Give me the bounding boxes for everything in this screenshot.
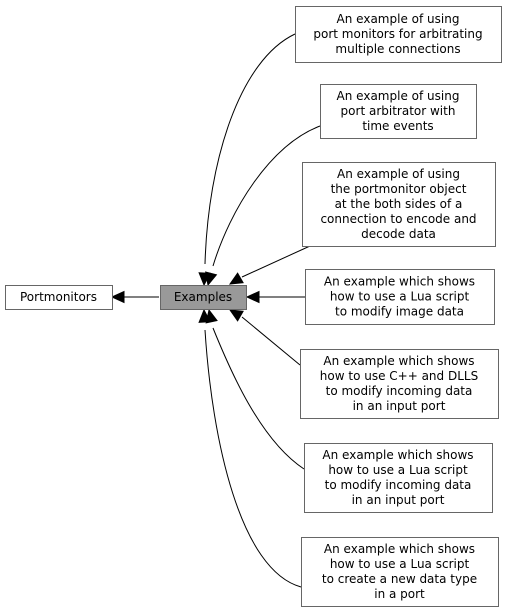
node-label-line: to create a new data type: [322, 572, 477, 586]
node-box: [302, 162, 496, 247]
edge-line: [212, 327, 305, 470]
node-label-line: decode data: [361, 227, 436, 241]
edge-ex3-to-examples: [228, 245, 311, 285]
node-label-line: An example which shows: [324, 542, 475, 556]
node-label-line: connection to encode and: [320, 212, 476, 226]
node-label-line: to modify incoming data: [326, 384, 473, 398]
edge-line: [212, 125, 321, 267]
edge-line: [241, 316, 301, 366]
edge-ex4-to-examples: [245, 290, 305, 304]
edge-examples-to-portmonitors: [110, 290, 159, 304]
edge-line: [204, 33, 296, 265]
node-box: [320, 84, 477, 139]
node-label-line: how to use a Lua script: [330, 557, 470, 571]
node-label-line: An example of using: [337, 12, 460, 26]
node-label-line: in an input port: [353, 399, 446, 413]
arrowhead: [228, 309, 244, 322]
node-box: [301, 537, 499, 607]
node-examples: Examples: [160, 285, 247, 310]
arrowhead: [198, 308, 211, 323]
node-box: [305, 269, 495, 325]
node-label-line: at the both sides of a: [335, 197, 463, 211]
node-label-line: to modify incoming data: [325, 478, 472, 492]
node-label-line: the portmonitor object: [331, 182, 467, 196]
edge-ex2-to-examples: [205, 125, 321, 287]
node-label-line: how to use C++ and DLLS: [320, 369, 478, 383]
node-box: [304, 443, 493, 513]
node-label-line: port monitors for arbitrating: [313, 27, 482, 41]
edge-ex5-to-examples: [228, 309, 301, 366]
node-box: [5, 285, 113, 310]
node-label-line: An example which shows: [324, 275, 475, 289]
edge-ex6-to-examples: [205, 308, 305, 470]
node-label-line: An example which shows: [323, 354, 474, 368]
node-label-line: in an input port: [352, 493, 445, 507]
node-box: [295, 6, 502, 63]
arrowhead: [205, 271, 218, 287]
arrowhead: [245, 290, 260, 304]
node-label-line: in a port: [374, 587, 425, 601]
node-label-line: port arbitrator with: [341, 104, 456, 118]
edges-layer: [110, 33, 321, 588]
node-label-line: An example of using: [337, 167, 460, 181]
node-box: [160, 285, 247, 310]
node-label-line: An example which shows: [322, 448, 473, 462]
node-label-line: Examples: [174, 290, 232, 304]
node-portmonitors[interactable]: Portmonitors: [5, 285, 113, 310]
node-label-line: how to use a Lua script: [328, 463, 468, 477]
node-box: [300, 349, 499, 419]
arrowhead: [228, 272, 244, 285]
edge-line: [204, 329, 302, 588]
node-label-line: An example of using: [337, 89, 460, 103]
node-label-line: Portmonitors: [20, 290, 97, 304]
node-label-line: how to use a Lua script: [330, 290, 470, 304]
edge-ex7-to-examples: [198, 308, 302, 588]
arrowhead: [110, 290, 125, 304]
node-label-line: time events: [362, 119, 433, 133]
edge-ex1-to-examples: [198, 33, 296, 287]
edge-line: [241, 245, 311, 278]
node-label-line: to modify image data: [335, 305, 464, 319]
node-label-line: multiple connections: [335, 42, 460, 56]
